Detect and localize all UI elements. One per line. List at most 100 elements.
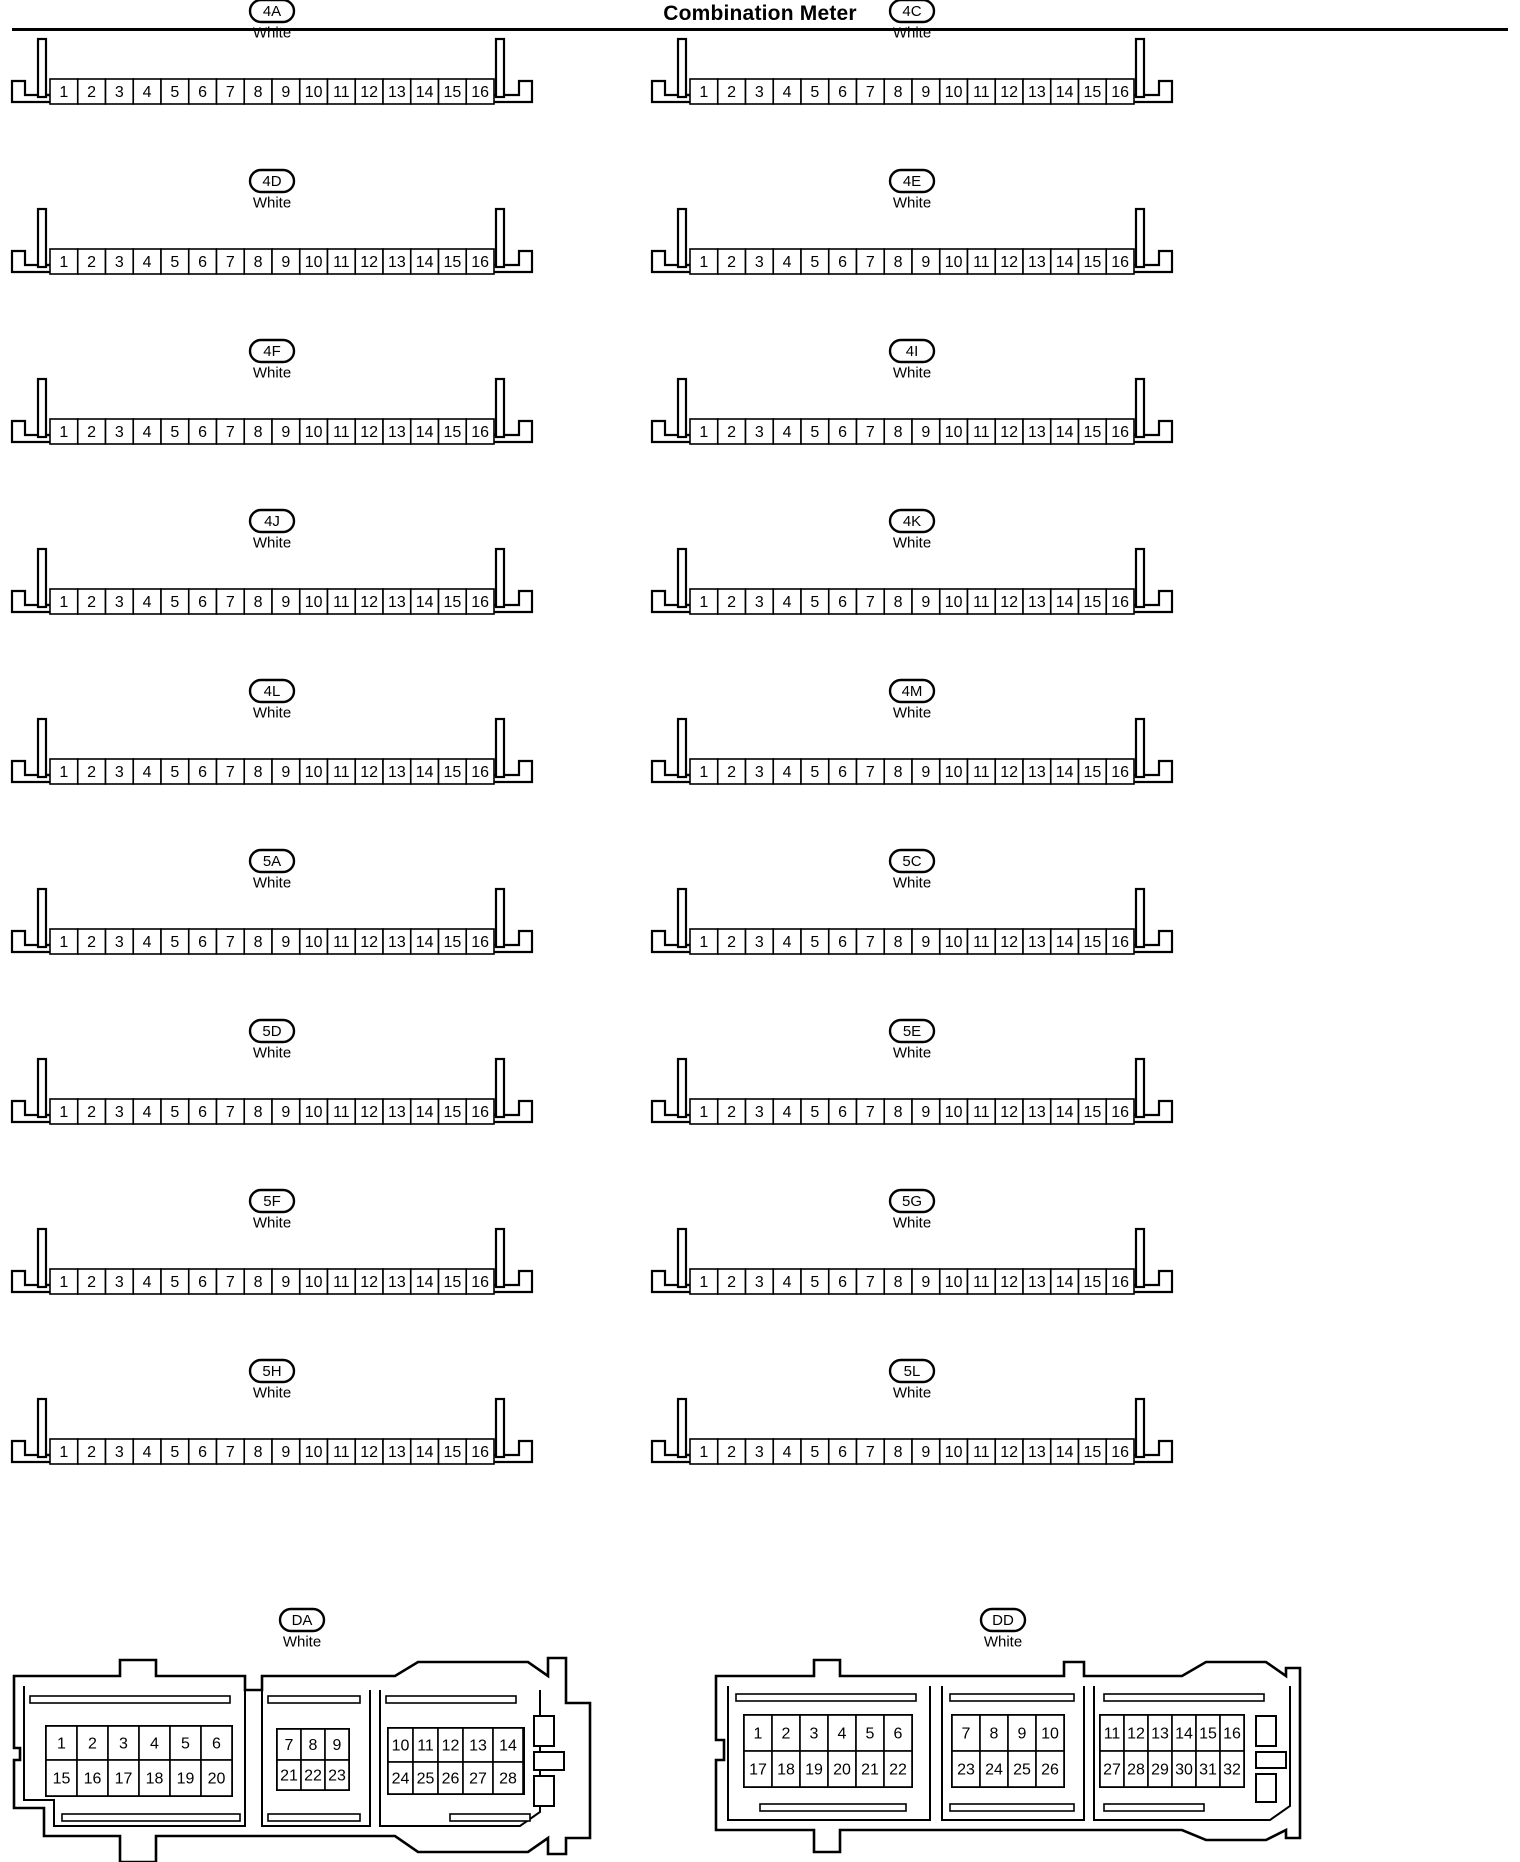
pin-number: 6 [212, 1736, 221, 1753]
pin-cell: 9 [911, 1098, 941, 1125]
pin-cell: 11 [966, 758, 997, 785]
pin-cell: 12 [354, 758, 384, 785]
connector-id: 5G [902, 1193, 922, 1210]
pin-cell: 12 [354, 248, 384, 275]
pin-number: 2 [727, 594, 736, 611]
pin-number: 5 [170, 84, 179, 101]
pin-number: 2 [727, 254, 736, 271]
pin-cell: 15 [437, 248, 468, 275]
pin-number: 7 [226, 254, 235, 271]
pin-number: 12 [360, 424, 378, 441]
latch [1255, 1715, 1277, 1747]
pin-cell: 12 [994, 78, 1024, 105]
pin-number: 6 [198, 764, 207, 781]
pin-number: 24 [985, 1762, 1003, 1779]
pin-cell: 16 [465, 418, 495, 445]
pin-cell: 11 [326, 418, 357, 445]
pin-cell: 6 [200, 1725, 233, 1761]
housing-post [1134, 207, 1146, 269]
connector-id-badge [248, 1018, 296, 1044]
pin-number: 8 [254, 1444, 263, 1461]
pin-cell: 1 [689, 928, 719, 955]
pin-number: 16 [1111, 1444, 1129, 1461]
pin-number: 21 [280, 1768, 298, 1785]
connector-color: White [253, 705, 291, 722]
housing-slot [759, 1803, 907, 1812]
housing-post [494, 717, 506, 779]
pin-cell: 5 [160, 248, 190, 275]
pin-number: 12 [1000, 84, 1018, 101]
pin-cell: 9 [271, 1438, 301, 1465]
pin-cell: 9 [911, 1268, 941, 1295]
pin-cell: 1 [689, 418, 719, 445]
pin-cell: 2 [76, 1268, 107, 1295]
pin-number: 9 [921, 1104, 930, 1121]
pin-cell: 24 [979, 1750, 1009, 1788]
pin-cell: 8 [243, 248, 273, 275]
pin-cell: 12 [994, 758, 1024, 785]
pin-cell: 10 [938, 248, 969, 275]
pin-number: 15 [443, 84, 461, 101]
pin-cell: 1 [49, 78, 79, 105]
pin-number: 10 [305, 254, 323, 271]
pin-cell: 10 [938, 588, 969, 615]
connector-color: White [283, 1634, 321, 1651]
connector-color: White [253, 535, 291, 552]
connector-id-badge [248, 1358, 296, 1384]
pin-number: 17 [749, 1762, 767, 1779]
pin-cell: 2 [76, 588, 107, 615]
pin-number: 7 [866, 764, 875, 781]
pin-number: 7 [226, 594, 235, 611]
pin-cell: 15 [45, 1759, 78, 1797]
pin-number: 3 [755, 1104, 764, 1121]
pin-cell: 9 [324, 1728, 350, 1761]
pin-cell: 7 [215, 928, 246, 955]
pin-number: 16 [1111, 934, 1129, 951]
pin-cell: 7 [855, 418, 886, 445]
pin-cell: 4 [132, 1438, 162, 1465]
pin-cell: 4 [772, 928, 802, 955]
connector-id-badge [888, 848, 936, 874]
pin-number: 2 [87, 934, 96, 951]
connector-color: White [893, 1045, 931, 1062]
pin-cell: 5 [160, 758, 190, 785]
pin-cell: 10 [938, 1438, 969, 1465]
pin-cell: 22 [883, 1750, 913, 1788]
pin-number: 22 [304, 1768, 322, 1785]
pin-number: 10 [305, 594, 323, 611]
pin-number: 1 [699, 1104, 708, 1121]
pin-number: 15 [1083, 934, 1101, 951]
pin-number: 9 [333, 1737, 342, 1754]
pin-number: 3 [755, 1444, 764, 1461]
pin-number: 9 [1018, 1726, 1027, 1743]
pin-cell: 30 [1171, 1750, 1197, 1788]
pin-cell: 1 [49, 1438, 79, 1465]
pin-number: 2 [87, 84, 96, 101]
pin-cell: 10 [298, 248, 329, 275]
pin-number: 14 [1056, 764, 1074, 781]
pin-number: 4 [783, 424, 792, 441]
pin-cell: 3 [744, 78, 775, 105]
pin-cell: 10 [938, 418, 969, 445]
pin-number: 5 [170, 1444, 179, 1461]
pin-cell: 11 [412, 1727, 439, 1763]
pin-cell: 1 [743, 1714, 773, 1752]
pin-number: 1 [699, 254, 708, 271]
pin-number: 25 [417, 1771, 435, 1788]
pin-cell: 6 [187, 248, 218, 275]
connector-color: White [893, 1215, 931, 1232]
pin-number: 4 [783, 1444, 792, 1461]
pin-number: 12 [360, 764, 378, 781]
housing-post [494, 207, 506, 269]
pin-number: 9 [921, 84, 930, 101]
pin-cell: 9 [271, 928, 301, 955]
pin-number: 7 [866, 594, 875, 611]
pin-cell: 4 [132, 588, 162, 615]
pin-cell: 8 [883, 1268, 913, 1295]
pin-number: 7 [866, 1444, 875, 1461]
